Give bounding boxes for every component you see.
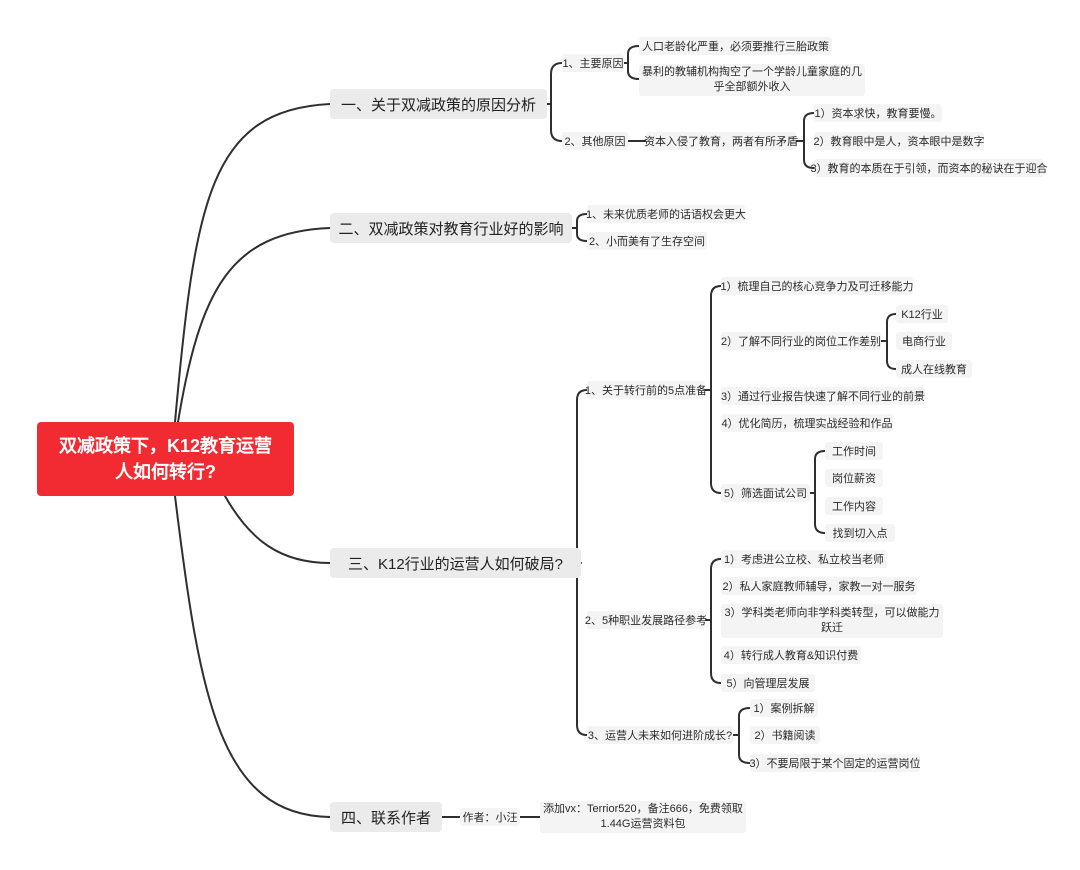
connector-b1-bracket (546, 62, 563, 142)
connector-b3s1i2-bracket (880, 313, 897, 370)
company-job-content[interactable]: 工作内容 (825, 497, 883, 515)
connector-root-b2 (177, 227, 331, 423)
branch-contact-author[interactable]: 四、联系作者 (330, 802, 442, 832)
branch-positive-impact[interactable]: 二、双减政策对教育行业好的影响 (330, 213, 572, 243)
connector-b3s2-bracket (704, 558, 722, 684)
connector-root-b4 (174, 495, 331, 818)
author-contact-info[interactable]: 添加vx：Terrior520，备注666，免费领取1.44G运营资料包 (540, 801, 746, 833)
company-salary[interactable]: 岗位薪资 (825, 469, 883, 487)
main-reason-item-1[interactable]: 人口老龄化严重，必须要推行三胎政策 (639, 37, 832, 55)
other-reason-item-1[interactable]: 1）资本求快，教育要慢。 (814, 104, 942, 122)
career-paths-label[interactable]: 2、5种职业发展路径参考 (585, 611, 707, 629)
causes-main-reason[interactable]: 1、主要原因 (562, 54, 624, 72)
preparation-item-1[interactable]: 1）梳理自己的核心竞争力及可迁移能力 (720, 277, 914, 295)
career-path-1[interactable]: 1）考虑进公立校、私立校当老师 (721, 550, 887, 568)
connector-b2-bracket (571, 213, 588, 242)
growth-item-2[interactable]: 2）书籍阅读 (750, 726, 820, 744)
preparation-item-3[interactable]: 3）通过行业报告快速了解不同行业的前景 (721, 387, 925, 405)
connector-b3s3-bracket (732, 707, 751, 764)
career-path-2[interactable]: 2）私人家庭教师辅导，家教一对一服务 (721, 577, 917, 595)
connector-b1r1-bracket (623, 45, 640, 80)
branch-causes-title: 一、关于双减政策的原因分析 (340, 96, 536, 114)
industry-ecommerce[interactable]: 电商行业 (896, 332, 952, 350)
branch-positive-impact-title: 二、双减政策对教育行业好的影响 (338, 220, 564, 238)
connector-root-b1 (174, 103, 331, 423)
root-topic[interactable]: 双减政策下，K12教育运营人如何转行? (37, 422, 294, 496)
other-reason-item-3[interactable]: 3）教育的本质在于引领，而资本的秘诀在于迎合 (810, 159, 1048, 177)
company-work-hours[interactable]: 工作时间 (825, 442, 883, 460)
preparation-item-2[interactable]: 2）了解不同行业的岗位工作差别 (721, 332, 881, 350)
preparation-item-5[interactable]: 5）筛选面试公司 (721, 484, 810, 502)
preparation-item-4[interactable]: 4）优化简历，梳理实战经验和作品 (721, 414, 893, 432)
preparation-label[interactable]: 1、关于转行前的5点准备 (585, 381, 707, 399)
growth-label[interactable]: 3、运营人未来如何进阶成长? (587, 726, 733, 744)
growth-item-1[interactable]: 1）案例拆解 (750, 699, 818, 717)
career-path-5[interactable]: 5）向管理层发展 (721, 674, 815, 692)
branch-contact-author-title: 四、联系作者 (340, 809, 431, 827)
connector-b3s1i5-bracket (809, 450, 826, 534)
main-reason-item-2[interactable]: 暴利的教辅机构掏空了一个学龄儿童家庭的几乎全部额外收入 (639, 64, 865, 96)
causes-other-reason[interactable]: 2、其他原因 (562, 132, 628, 150)
career-path-3[interactable]: 3）学科类老师向非学科类转型，可以做能力跃迁 (721, 604, 943, 638)
company-entry-point[interactable]: 找到切入点 (825, 524, 895, 542)
root-title: 双减政策下，K12教育运营人如何转行? (58, 436, 273, 482)
branch-causes[interactable]: 一、关于双减政策的原因分析 (330, 89, 547, 119)
connector-root-b3 (224, 495, 331, 564)
impact-item-2[interactable]: 2、小而美有了生存空间 (587, 232, 707, 250)
growth-item-3[interactable]: 3）不要局限于某个固定的运营岗位 (749, 754, 921, 772)
branch-breakthrough-title: 三、K12行业的运营人如何破局? (347, 555, 564, 573)
connector-b3s1-bracket (704, 285, 722, 494)
industry-adult-online-education[interactable]: 成人在线教育 (896, 360, 972, 378)
branch-breakthrough[interactable]: 三、K12行业的运营人如何破局? (330, 548, 581, 578)
other-reason-item-2[interactable]: 2）教育眼中是人，资本眼中是数字 (813, 132, 985, 150)
connector-b1r2-bracket (795, 112, 815, 169)
impact-item-1[interactable]: 1、未来优质老师的话语权会更大 (586, 205, 746, 223)
industry-k12[interactable]: K12行业 (896, 305, 948, 323)
other-reason-summary[interactable]: 资本入侵了教育，两者有所矛盾 (644, 132, 798, 150)
career-path-4[interactable]: 4）转行成人教育&知识付费 (721, 646, 861, 664)
author-name[interactable]: 作者：小汪 (460, 808, 520, 826)
